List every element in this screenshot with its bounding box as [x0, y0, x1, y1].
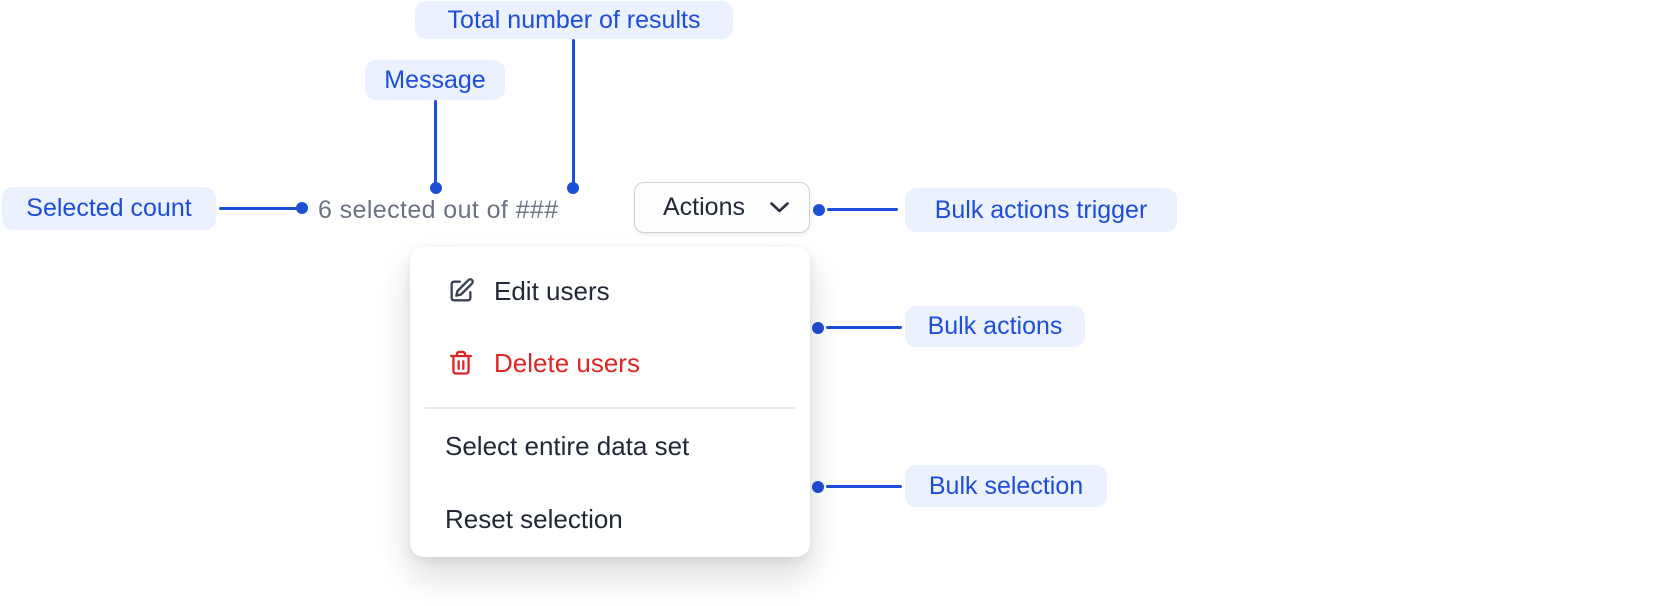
- connector-line-total-results: [572, 39, 575, 186]
- menu-item-reset-selection[interactable]: Reset selection: [410, 495, 810, 543]
- connector-line-message: [434, 100, 437, 186]
- connector-line-selected-count: [219, 207, 297, 210]
- menu-item-delete-users[interactable]: Delete users: [410, 339, 810, 387]
- menu-item-label: Select entire data set: [445, 430, 690, 461]
- annotation-total-results: Total number of results: [415, 1, 733, 39]
- menu-item-edit-users[interactable]: Edit users: [410, 267, 810, 315]
- annotation-bulk-actions: Bulk actions: [905, 306, 1085, 347]
- chevron-down-icon: [769, 201, 790, 214]
- actions-button[interactable]: Actions: [634, 182, 810, 233]
- menu-item-label: Edit users: [494, 275, 610, 306]
- annotation-bulk-actions-trigger: Bulk actions trigger: [905, 188, 1177, 232]
- connector-dot-message: [430, 182, 442, 194]
- actions-button-label: Actions: [663, 193, 745, 221]
- trash-icon: [447, 349, 475, 377]
- menu-item-label: Reset selection: [445, 503, 623, 534]
- connector-line-bulk-selection: [826, 485, 902, 488]
- selection-message: 6 selected out of ###: [318, 196, 559, 224]
- menu-item-label: Delete users: [494, 347, 640, 378]
- connector-dot-bulk-selection: [812, 481, 824, 493]
- annotation-message: Message: [365, 60, 505, 100]
- annotation-bulk-selection: Bulk selection: [905, 465, 1107, 507]
- connector-dot-bulk-actions: [812, 322, 824, 334]
- menu-item-select-entire-data-set[interactable]: Select entire data set: [410, 422, 810, 470]
- menu-divider: [425, 407, 795, 409]
- edit-icon: [447, 277, 475, 305]
- connector-line-bulk-actions: [826, 326, 902, 329]
- bulk-actions-menu: Edit users Delete users Select entire da…: [410, 247, 810, 557]
- connector-dot-total-results: [567, 182, 579, 194]
- connector-dot-selected-count: [296, 202, 308, 214]
- connector-dot-bulk-actions-trigger: [813, 204, 825, 216]
- connector-line-bulk-actions-trigger: [827, 208, 898, 211]
- annotation-selected-count: Selected count: [2, 187, 216, 230]
